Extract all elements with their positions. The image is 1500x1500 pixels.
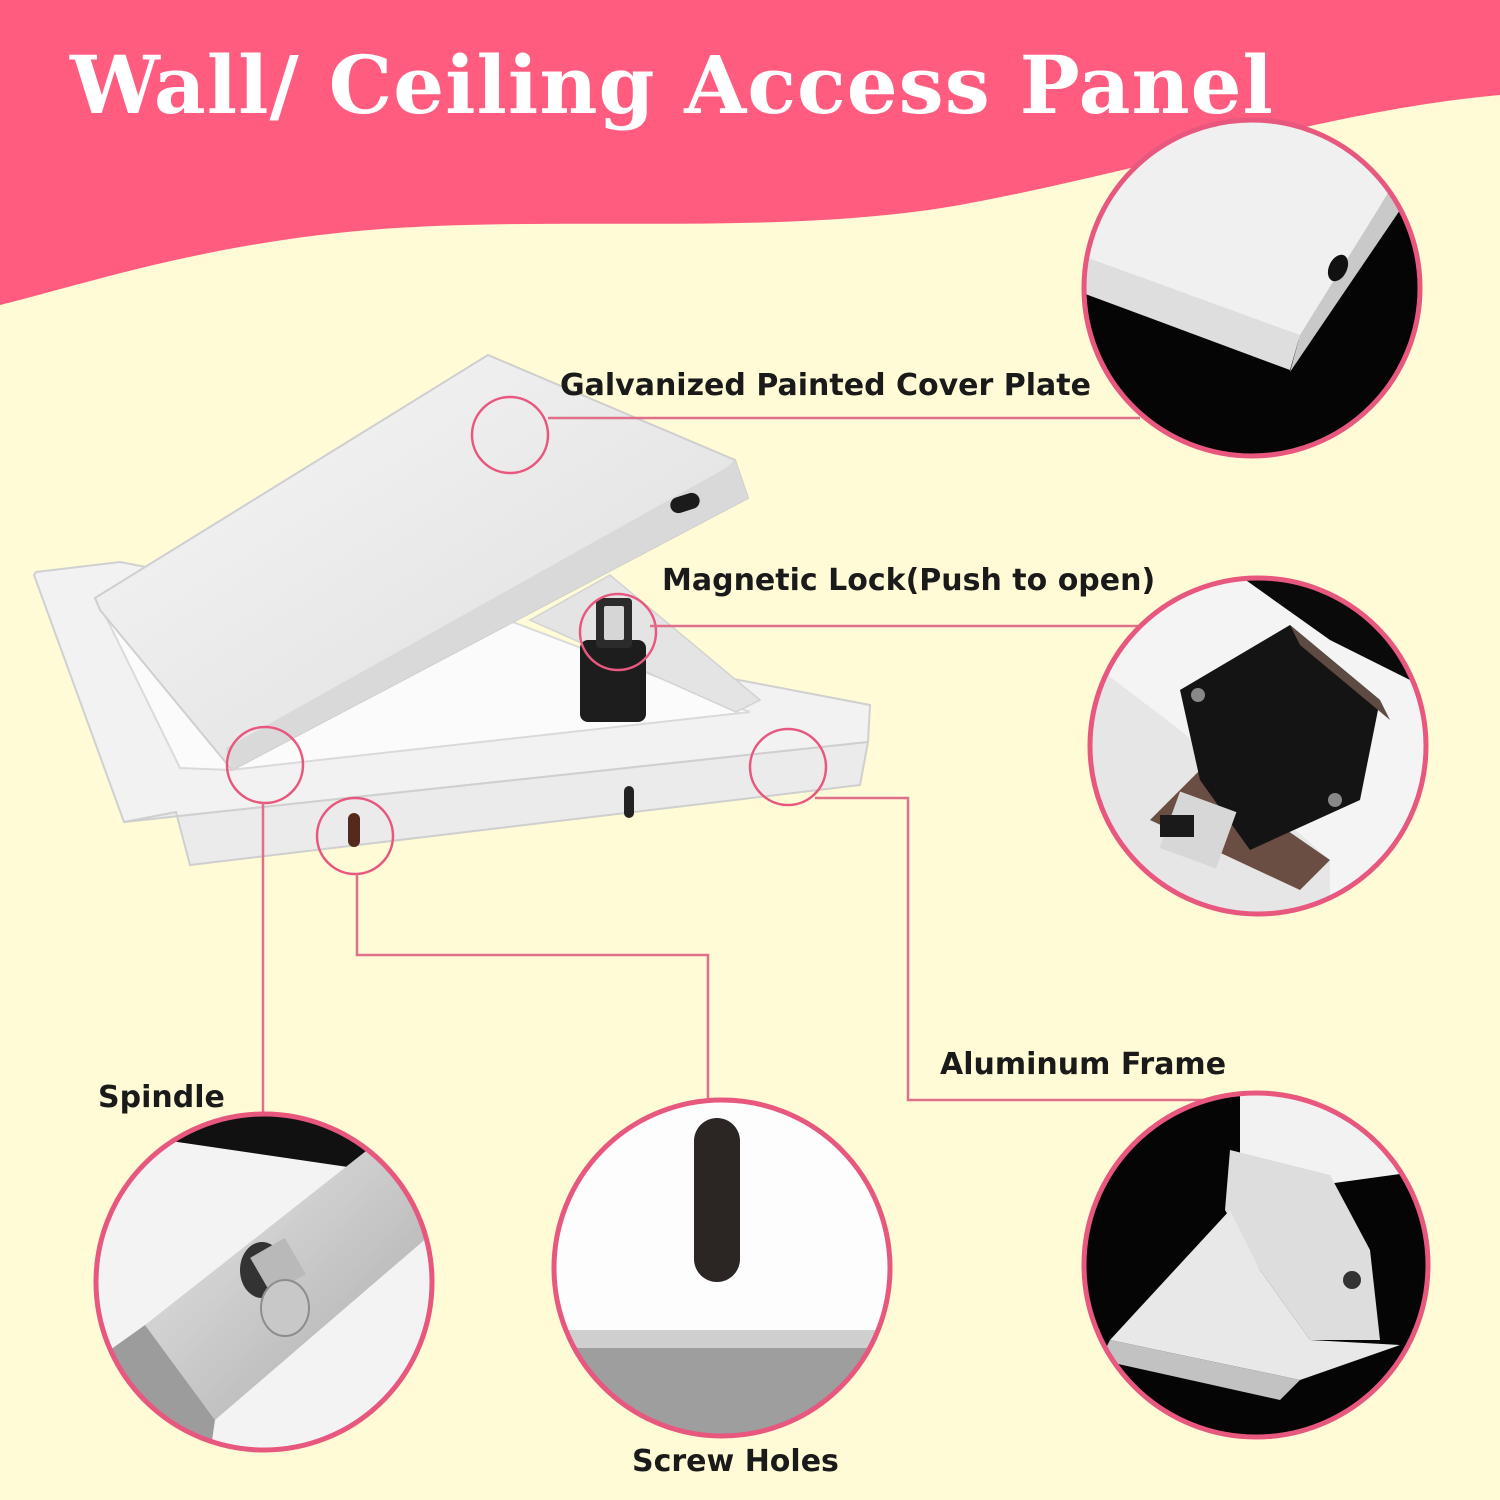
- marker-screw-hole: [315, 796, 395, 876]
- detail-spindle: [93, 1111, 435, 1453]
- label-aluminum-frame: Aluminum Frame: [940, 1047, 1227, 1082]
- frame-slot-right: [624, 786, 634, 818]
- frame-front: [123, 740, 870, 867]
- magnetic-lock-part: [580, 598, 646, 722]
- label-spindle: Spindle: [98, 1080, 225, 1115]
- page-title: Wall/ Ceiling Access Panel: [70, 38, 1274, 132]
- header-banner: [0, 0, 1500, 305]
- label-magnetic-lock: Magnetic Lock(Push to open): [662, 563, 1156, 598]
- marker-cover-plate: [470, 395, 550, 475]
- marker-magnetic-lock: [578, 592, 658, 672]
- access-panel-illustration: [32, 353, 872, 867]
- marker-spindle: [225, 725, 305, 805]
- detail-aluminum-frame: [1081, 1090, 1431, 1440]
- leader-screw-holes: [355, 874, 710, 1100]
- cover-plate-edge: [226, 460, 748, 770]
- marker-aluminum-frame: [748, 727, 828, 807]
- label-screw-holes: Screw Holes: [632, 1444, 839, 1479]
- frame-slot-left: [348, 813, 360, 847]
- detail-cover-plate: [1081, 117, 1423, 459]
- leader-aluminum-frame: [815, 796, 1260, 1102]
- lid-slot: [670, 492, 700, 514]
- label-cover-plate: Galvanized Painted Cover Plate: [560, 368, 1091, 403]
- detail-screw-holes: [551, 1097, 893, 1439]
- detail-magnetic-lock: [1087, 575, 1429, 917]
